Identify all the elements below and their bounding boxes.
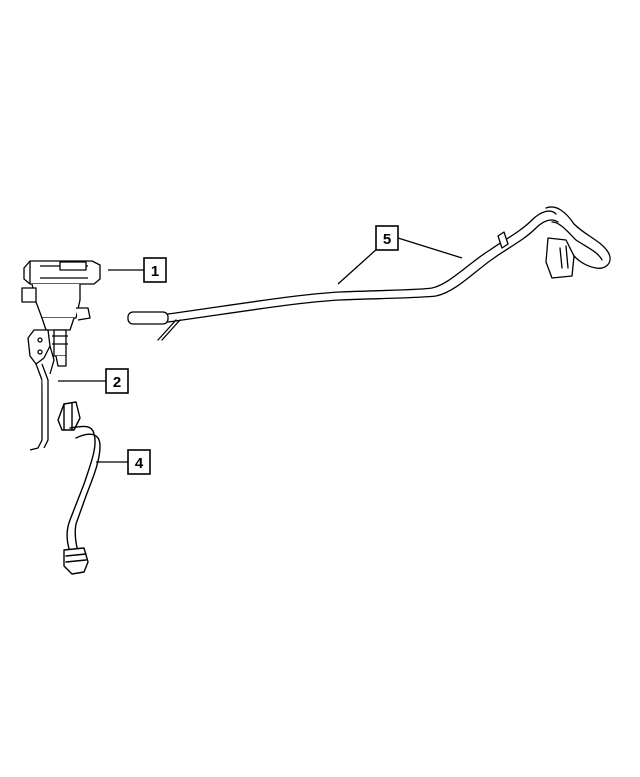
callout-label-4: 4 — [135, 455, 144, 472]
leader-line-5b — [397, 237, 463, 259]
callout-1: 1 — [108, 257, 167, 283]
part-1-valve — [21, 260, 101, 367]
callout-4: 4 — [96, 449, 151, 475]
callout-label-1: 1 — [151, 263, 159, 280]
part-4-hose — [57, 401, 101, 575]
callout-label-5: 5 — [383, 231, 391, 248]
callout-box-1 — [143, 257, 167, 283]
part-5-hose-assembly — [127, 206, 611, 341]
callout-box-4 — [127, 449, 151, 475]
callout-5: 5 — [337, 225, 463, 285]
callout-2: 2 — [58, 368, 129, 394]
callout-label-2: 2 — [113, 374, 121, 391]
callout-box-5 — [375, 225, 399, 251]
part-2-bracket — [27, 329, 55, 451]
leader-line-5a — [337, 247, 379, 285]
callout-box-2 — [105, 368, 129, 394]
